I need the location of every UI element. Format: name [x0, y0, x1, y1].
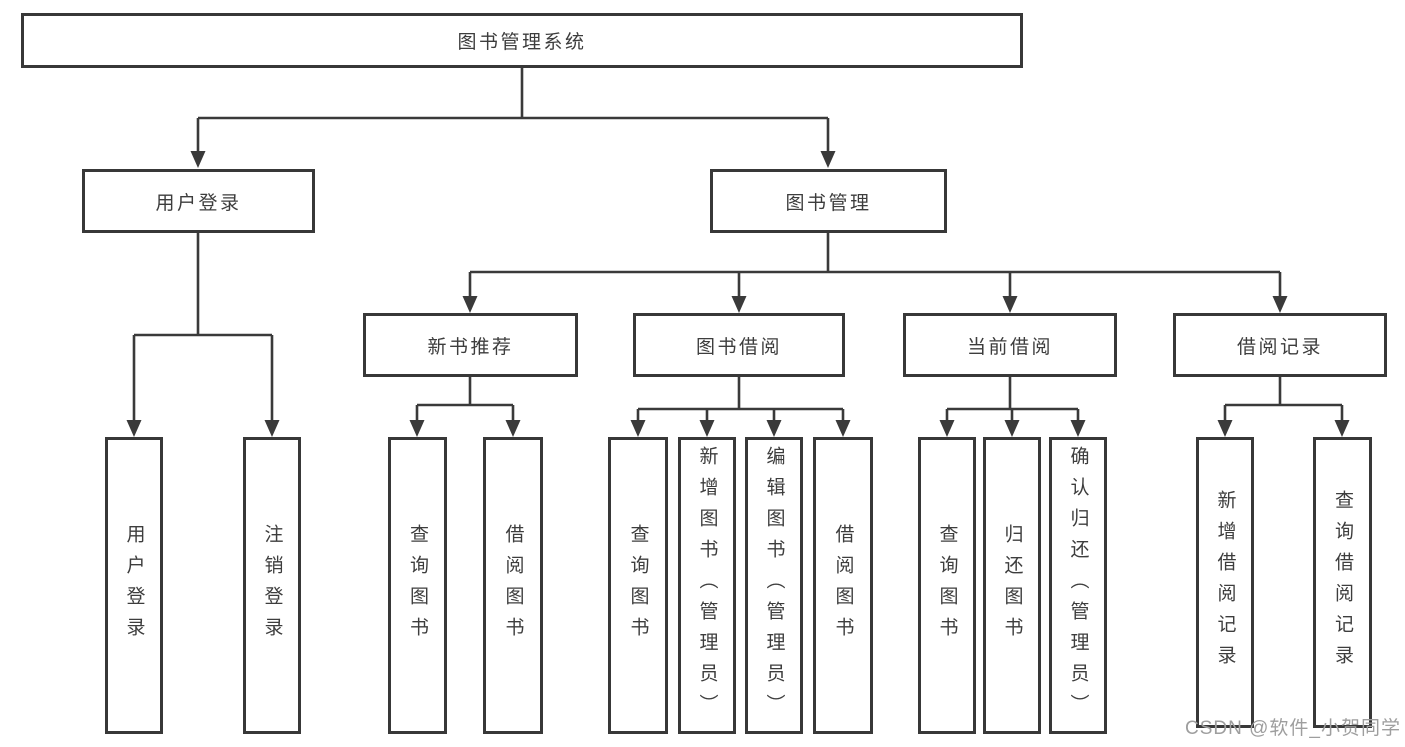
leaf-query-books-borrow: 查询图书 [608, 437, 668, 734]
node-label: 查询图书 [407, 523, 428, 648]
node-system-root: 图书管理系统 [21, 13, 1023, 68]
watermark: CSDN @软件_小贺同学 [1185, 718, 1401, 739]
leaf-return-books: 归还图书 [983, 437, 1041, 734]
node-label: 新增借阅记录 [1214, 489, 1236, 676]
node-label: 查询借阅记录 [1332, 489, 1353, 676]
node-label: 借阅记录 [1236, 336, 1323, 358]
node-current-borrowing: 当前借阅 [903, 313, 1117, 377]
node-borrowing-records: 借阅记录 [1173, 313, 1387, 377]
node-book-borrowing: 图书借阅 [633, 313, 845, 377]
node-label: 图书借阅 [695, 336, 782, 358]
node-label: 借阅图书 [832, 523, 854, 648]
node-label: 当前借阅 [966, 336, 1053, 358]
leaf-add-books-admin: 新增图书（管理员） [678, 437, 736, 734]
node-label: 借阅图书 [502, 523, 524, 648]
leaf-user-login: 用户登录 [105, 437, 163, 734]
connector-lines [132, 68, 1344, 424]
node-new-book-recommendation: 新书推荐 [363, 313, 578, 377]
leaf-borrow-books: 借阅图书 [813, 437, 873, 734]
leaf-query-books-recommend: 查询图书 [388, 437, 447, 734]
leaf-query-books-current: 查询图书 [918, 437, 976, 734]
node-label: 新增图书（管理员） [696, 446, 718, 725]
node-label: 用户登录 [155, 192, 242, 214]
leaf-edit-books-admin: 编辑图书（管理员） [745, 437, 803, 734]
node-user-login: 用户登录 [82, 169, 315, 233]
leaf-borrow-books-recommend: 借阅图书 [483, 437, 543, 734]
leaf-logout: 注销登录 [243, 437, 301, 734]
node-label: 图书管理系统 [457, 32, 587, 53]
leaf-query-borrow-record: 查询借阅记录 [1313, 437, 1372, 728]
node-label: 查询图书 [936, 523, 958, 648]
leaf-add-borrow-record: 新增借阅记录 [1196, 437, 1254, 728]
node-book-management: 图书管理 [710, 169, 947, 233]
node-label: 查询图书 [627, 523, 649, 648]
node-label: 图书管理 [785, 192, 872, 214]
node-label: 确认归还（管理员） [1067, 446, 1089, 725]
leaf-confirm-return-admin: 确认归还（管理员） [1049, 437, 1107, 734]
node-label: 用户登录 [123, 523, 145, 648]
node-label: 注销登录 [261, 523, 283, 648]
node-label: 新书推荐 [427, 336, 514, 358]
node-label: 编辑图书（管理员） [763, 446, 785, 725]
node-label: 归还图书 [1001, 523, 1023, 648]
